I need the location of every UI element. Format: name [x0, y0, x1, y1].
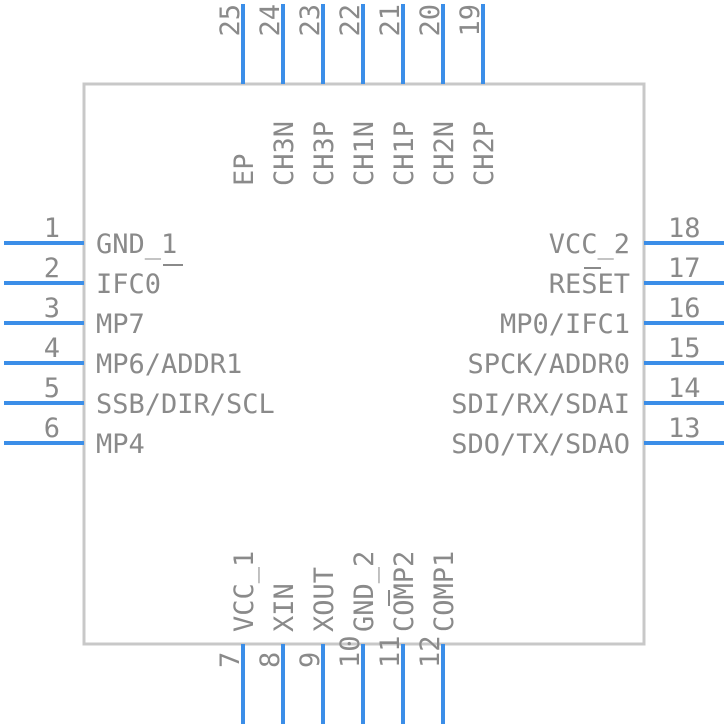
pin-number-right-18: 18 — [668, 213, 701, 244]
pin-number-top-21: 21 — [375, 4, 406, 37]
pin-label-bottom-7: VCC_1 — [229, 551, 260, 632]
pin-number-bottom-10: 10 — [335, 635, 366, 668]
pin-number-right-13: 13 — [668, 413, 701, 444]
pin-label-right-18: VCC_2 — [549, 229, 630, 260]
pin-label-left-5: SSB/DIR/SCL — [96, 389, 275, 420]
pin-number-left-5: 5 — [44, 373, 60, 404]
pin-label-left-1: GND_1 — [96, 229, 177, 260]
pin-label-left-4: MP6/ADDR1 — [96, 349, 242, 380]
pin-number-top-24: 24 — [255, 4, 286, 37]
pin-label-bottom-10: GND_2 — [349, 551, 380, 632]
pin-number-top-19: 19 — [455, 4, 486, 37]
ic-body-outline — [82, 82, 646, 646]
pin-number-right-15: 15 — [668, 333, 701, 364]
pin-label-left-6: MP4 — [96, 429, 145, 460]
pin-label-right-13: SDO/TX/SDAO — [451, 429, 630, 460]
pin-label-right-15: SPCK/ADDR0 — [467, 349, 630, 380]
pin-label-right-16: MP0/IFC1 — [500, 309, 630, 340]
pin-label-left-3: MP7 — [96, 309, 145, 340]
pin-label-top-19: CH2P — [469, 121, 500, 186]
pin-label-top-25: EP — [229, 153, 260, 186]
pin-number-top-22: 22 — [335, 4, 366, 37]
pin-number-right-16: 16 — [668, 293, 701, 324]
pin-label-bottom-12: COMP1 — [429, 551, 460, 632]
pin-number-top-23: 23 — [295, 4, 326, 37]
pin-number-right-17: 17 — [668, 253, 701, 284]
pin-number-left-2: 2 — [44, 253, 60, 284]
pins-layer: 1GND_12IFC03MP74MP6/ADDR15SSB/DIR/SCL6MP… — [4, 4, 724, 724]
pin-number-right-14: 14 — [668, 373, 701, 404]
pin-label-bottom-8: XIN — [269, 583, 300, 632]
pin-number-bottom-9: 9 — [295, 652, 326, 668]
pin-label-top-24: CH3N — [269, 121, 300, 186]
pin-label-right-17: RESET — [549, 269, 630, 300]
pin-number-top-20: 20 — [415, 4, 446, 37]
pin-label-left-2: IFC0 — [96, 269, 161, 300]
pin-label-top-21: CH1P — [389, 121, 420, 186]
pin-number-left-3: 3 — [44, 293, 60, 324]
pin-number-bottom-7: 7 — [215, 652, 246, 668]
pin-number-left-1: 1 — [44, 213, 60, 244]
pin-number-bottom-11: 11 — [375, 635, 406, 668]
pin-number-bottom-8: 8 — [255, 652, 286, 668]
pin-number-bottom-12: 12 — [415, 635, 446, 668]
pin-number-top-25: 25 — [215, 4, 246, 37]
pin-label-right-14: SDI/RX/SDAI — [451, 389, 630, 420]
pin-label-top-20: CH2N — [429, 121, 460, 186]
pin-label-top-23: CH3P — [309, 121, 340, 186]
pin-label-bottom-11: COMP2 — [389, 551, 420, 632]
pin-number-left-4: 4 — [44, 333, 60, 364]
pin-number-left-6: 6 — [44, 413, 60, 444]
pin-label-top-22: CH1N — [349, 121, 380, 186]
pin-label-bottom-9: XOUT — [309, 567, 340, 632]
